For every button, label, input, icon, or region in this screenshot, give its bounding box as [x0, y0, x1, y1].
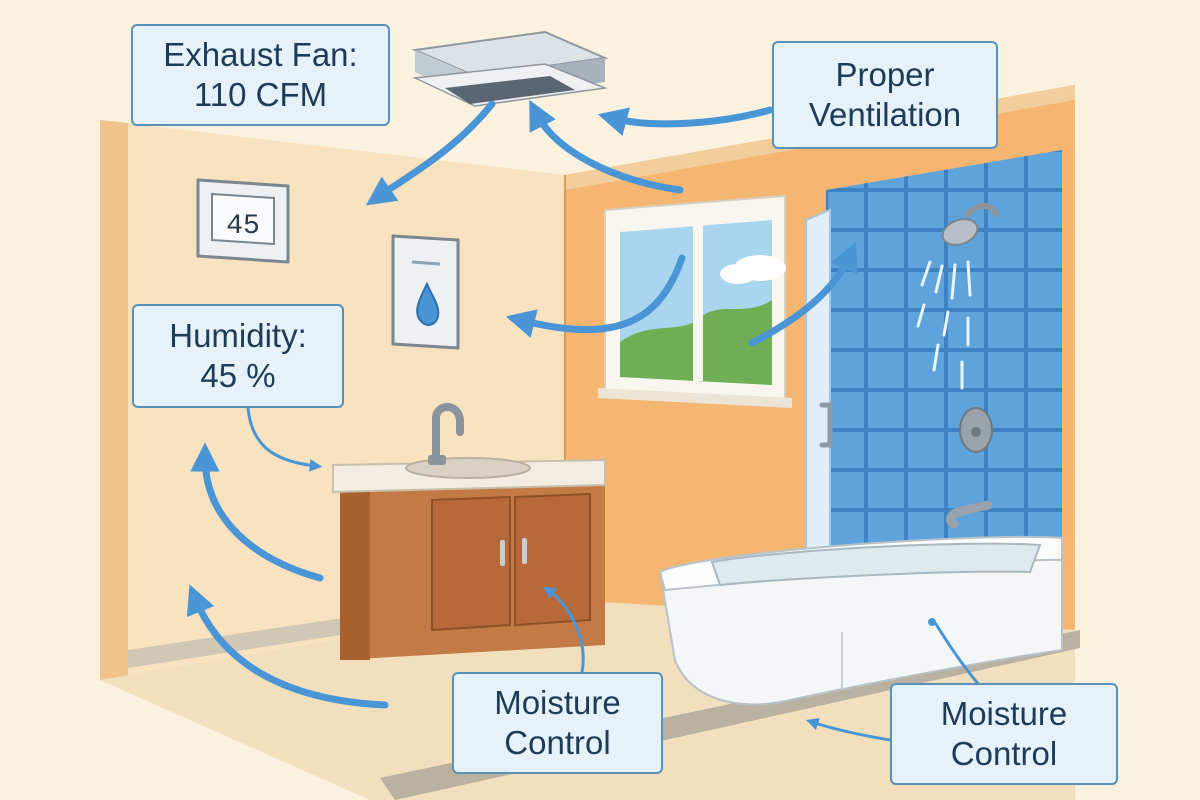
- callout-humidity: Humidity: 45 %: [132, 304, 344, 408]
- arrow-window-to-room: [505, 254, 686, 338]
- exhaust-fan: [411, 30, 609, 107]
- callout-moisture-control-vanity: Moisture Control: [452, 672, 663, 774]
- callout-moisture-control-vanity-line2: Control: [504, 724, 611, 761]
- callout-leaders: [246, 406, 982, 742]
- humidistat-control: [391, 234, 460, 350]
- arrow-left-curve-up: [190, 442, 324, 582]
- callout-moisture-control-tub: Moisture Control: [890, 683, 1118, 785]
- callout-moisture-control-tub-line2: Control: [950, 735, 1058, 772]
- callout-proper-ventilation: Proper Ventilation: [772, 41, 998, 149]
- callout-proper-ventilation-line2: Ventilation: [808, 96, 962, 133]
- shower-head-icon: [941, 202, 999, 246]
- callout-moisture-control-tub-line1: Moisture: [940, 695, 1068, 732]
- hygrometer-reading: 45: [226, 211, 260, 242]
- callout-humidity-line1: Humidity:: [169, 317, 307, 354]
- arrow-fan-to-room: [365, 100, 496, 206]
- water-drop-icon: [416, 281, 440, 326]
- faucet-icon: [428, 403, 464, 465]
- callout-humidity-line2: 45 %: [200, 357, 276, 394]
- leader-tub-moisture: [934, 622, 982, 688]
- leader-moisture-to-cabinet: [542, 586, 585, 674]
- callout-exhaust-fan-line1: Exhaust Fan:: [163, 36, 358, 73]
- vanity: [332, 403, 606, 660]
- shower-tile-wall: [826, 150, 1062, 580]
- left-wall-edge: [100, 120, 128, 680]
- shower-door-handle: [819, 402, 833, 448]
- arrow-ventilation-to-fan: [597, 106, 774, 136]
- callout-exhaust-fan: Exhaust Fan: 110 CFM: [131, 24, 390, 126]
- callout-moisture-control-vanity-line1: Moisture: [494, 684, 621, 721]
- shower-valve-icon: [959, 407, 993, 453]
- arrow-room-to-fan: [529, 99, 684, 194]
- callout-exhaust-fan-line2: 110 CFM: [193, 76, 328, 113]
- tub-spout-icon: [946, 500, 993, 529]
- hygrometer: 45: [196, 178, 290, 264]
- callout-proper-ventilation-line1: Proper: [835, 56, 935, 93]
- window: [598, 194, 792, 408]
- water-spray: [916, 260, 972, 390]
- arrow-window-to-shower: [748, 241, 858, 347]
- arrow-floor-curve-up: [186, 584, 389, 709]
- leader-floor-moisture: [806, 718, 892, 742]
- airflow-arrows: [186, 99, 858, 709]
- leader-humidity-to-vanity: [246, 406, 323, 472]
